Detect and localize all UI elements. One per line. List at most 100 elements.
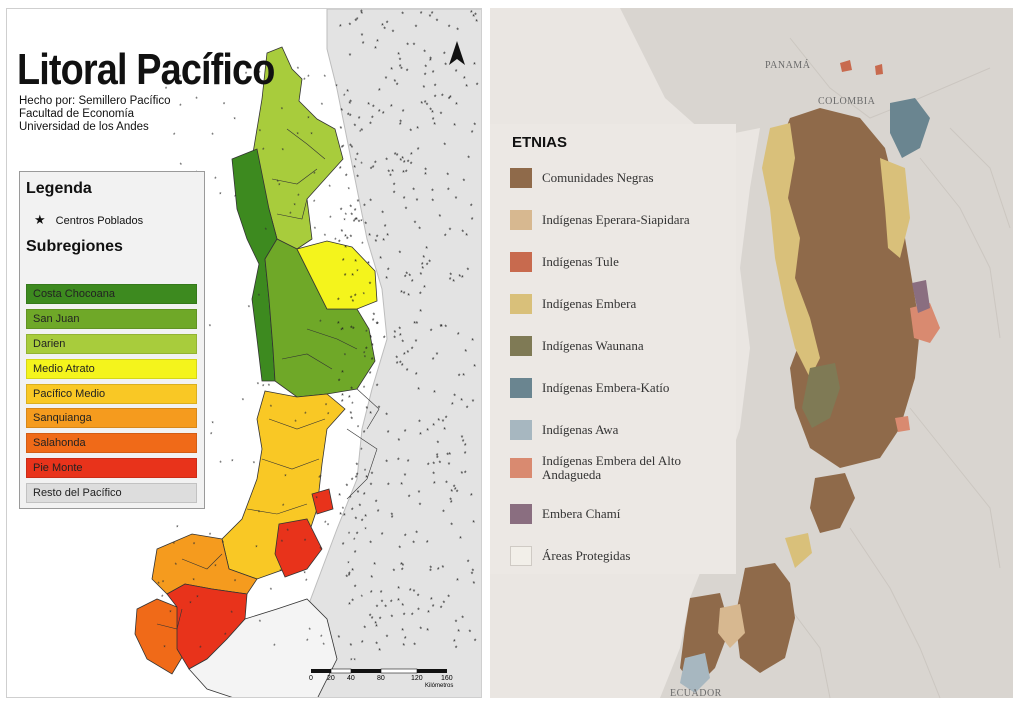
centro-poblado-star: * [339, 166, 342, 173]
centro-poblado-star: * [179, 75, 182, 81]
centro-poblado-star: * [430, 328, 433, 335]
centro-poblado-star: * [403, 160, 406, 167]
centro-poblado-star: * [303, 78, 306, 84]
centro-poblado-star: * [371, 343, 374, 350]
centro-poblado-star: * [407, 293, 410, 300]
centro-poblado-star: * [406, 368, 409, 375]
centro-poblado-star: * [387, 169, 390, 176]
etnia-swatch [510, 378, 532, 398]
centro-poblado-star: * [363, 626, 366, 633]
centro-poblado-star: * [279, 570, 282, 576]
relief-lines [789, 37, 1011, 698]
legend-swatch-medio-atrato: Medio Atrato [26, 358, 197, 379]
centro-poblado-star: * [348, 532, 351, 538]
centro-poblado-star: * [419, 502, 422, 509]
centro-poblado-star: * [399, 122, 402, 129]
centro-poblado-star: * [353, 538, 356, 544]
centro-poblado-star: * [432, 117, 435, 124]
centro-poblado-star: * [327, 524, 330, 530]
centro-poblado-star: * [456, 28, 459, 35]
centro-poblado-star: * [354, 217, 357, 224]
centro-poblado-star: * [434, 95, 437, 102]
centro-poblado-star: * [350, 386, 353, 393]
centro-poblado-star: * [437, 567, 440, 574]
centro-poblado-star: * [377, 509, 380, 516]
centro-poblado-star: * [405, 271, 408, 278]
centro-poblado-star: * [366, 406, 369, 413]
centro-poblado-star: * [467, 267, 470, 274]
legend-title: Legenda [26, 180, 92, 197]
centro-poblado-star: * [474, 12, 477, 19]
centro-poblado-star: * [341, 370, 344, 377]
etnia-swatch [510, 210, 532, 230]
centro-poblado-star: * [399, 119, 402, 126]
centro-poblado-star: * [370, 590, 373, 597]
centro-poblado-star: * [360, 11, 363, 18]
centro-poblado-star: * [349, 204, 352, 211]
region-pie-monte-small [311, 488, 334, 515]
centro-poblado-star: * [304, 412, 307, 418]
centro-poblado-star: * [219, 192, 222, 198]
centro-poblado-star: * [417, 594, 420, 601]
centro-poblado-star: * [222, 541, 225, 547]
etnia-legend-item: Áreas Protegidas [510, 546, 630, 566]
centro-poblado-star: * [370, 167, 373, 174]
centro-poblado-star: * [353, 165, 356, 172]
territory-indigenas-embera-east [880, 158, 910, 258]
centro-poblado-star: * [404, 473, 407, 480]
centro-poblado-star: * [376, 604, 379, 611]
centro-poblado-star: * [349, 496, 352, 502]
centro-poblado-star: * [420, 272, 423, 279]
centro-poblado-star: * [319, 475, 322, 481]
centro-poblado-star: * [414, 220, 417, 227]
centro-poblado-star: * [428, 260, 431, 267]
centro-poblado-star: * [349, 22, 352, 29]
centro-poblado-star: * [214, 177, 217, 183]
centro-poblado-star: * [445, 480, 448, 487]
centro-poblado-star: * [344, 234, 347, 241]
legend-points-label: Centros Poblados [55, 215, 144, 227]
centro-poblado-star: * [425, 246, 428, 253]
centro-poblado-star: * [373, 312, 376, 319]
centro-poblado-star: * [410, 162, 413, 169]
centro-poblado-star: * [348, 187, 351, 193]
centro-poblado-star: * [339, 24, 342, 31]
centro-poblado-star: * [231, 611, 234, 617]
centro-poblado-star: * [360, 162, 363, 168]
centro-poblado-star: * [369, 335, 372, 342]
centro-poblado-star: * [419, 291, 422, 298]
country-label-ecuador: ECUADOR [670, 688, 722, 698]
centro-poblado-star: * [180, 163, 183, 169]
legend-swatch-pie-monte: Pie Monte [26, 458, 197, 479]
etnia-label: Indígenas Awa [542, 422, 619, 437]
centro-poblado-star: * [179, 104, 182, 110]
centro-poblado-star: * [375, 239, 378, 246]
centro-poblado-star: * [466, 405, 469, 412]
centro-poblado-star: * [356, 269, 359, 275]
centro-poblado-star: * [426, 103, 429, 110]
centro-poblado-star: * [324, 234, 327, 240]
centro-poblado-star: * [363, 492, 366, 499]
centro-poblado-star: * [458, 274, 461, 281]
centro-poblado-star: * [369, 121, 372, 128]
centro-poblado-star: * [354, 259, 357, 266]
centro-poblado-star: * [432, 70, 435, 77]
centro-poblado-star: * [354, 124, 357, 131]
centro-poblado-star: * [352, 327, 355, 334]
centro-poblado-star: * [342, 507, 345, 513]
centro-poblado-star: * [309, 628, 312, 634]
centro-poblado-star: * [404, 429, 407, 436]
centro-poblado-star: * [355, 217, 358, 224]
map-credits: Hecho por: Semillero Pacífico Facultad d… [19, 95, 170, 134]
centro-poblado-star: * [436, 352, 439, 359]
centro-poblado-star: * [472, 569, 475, 576]
centro-poblado-star: * [384, 604, 387, 611]
centro-poblado-star: * [437, 440, 440, 447]
centro-poblado-star: * [358, 220, 361, 227]
centro-poblado-star: * [401, 567, 404, 574]
etnia-label: Comunidades Negras [542, 170, 654, 185]
centro-poblado-star: * [471, 217, 474, 224]
centro-poblado-star: * [416, 321, 419, 328]
centro-poblado-star: * [360, 219, 363, 225]
centro-poblado-star: * [470, 203, 473, 210]
